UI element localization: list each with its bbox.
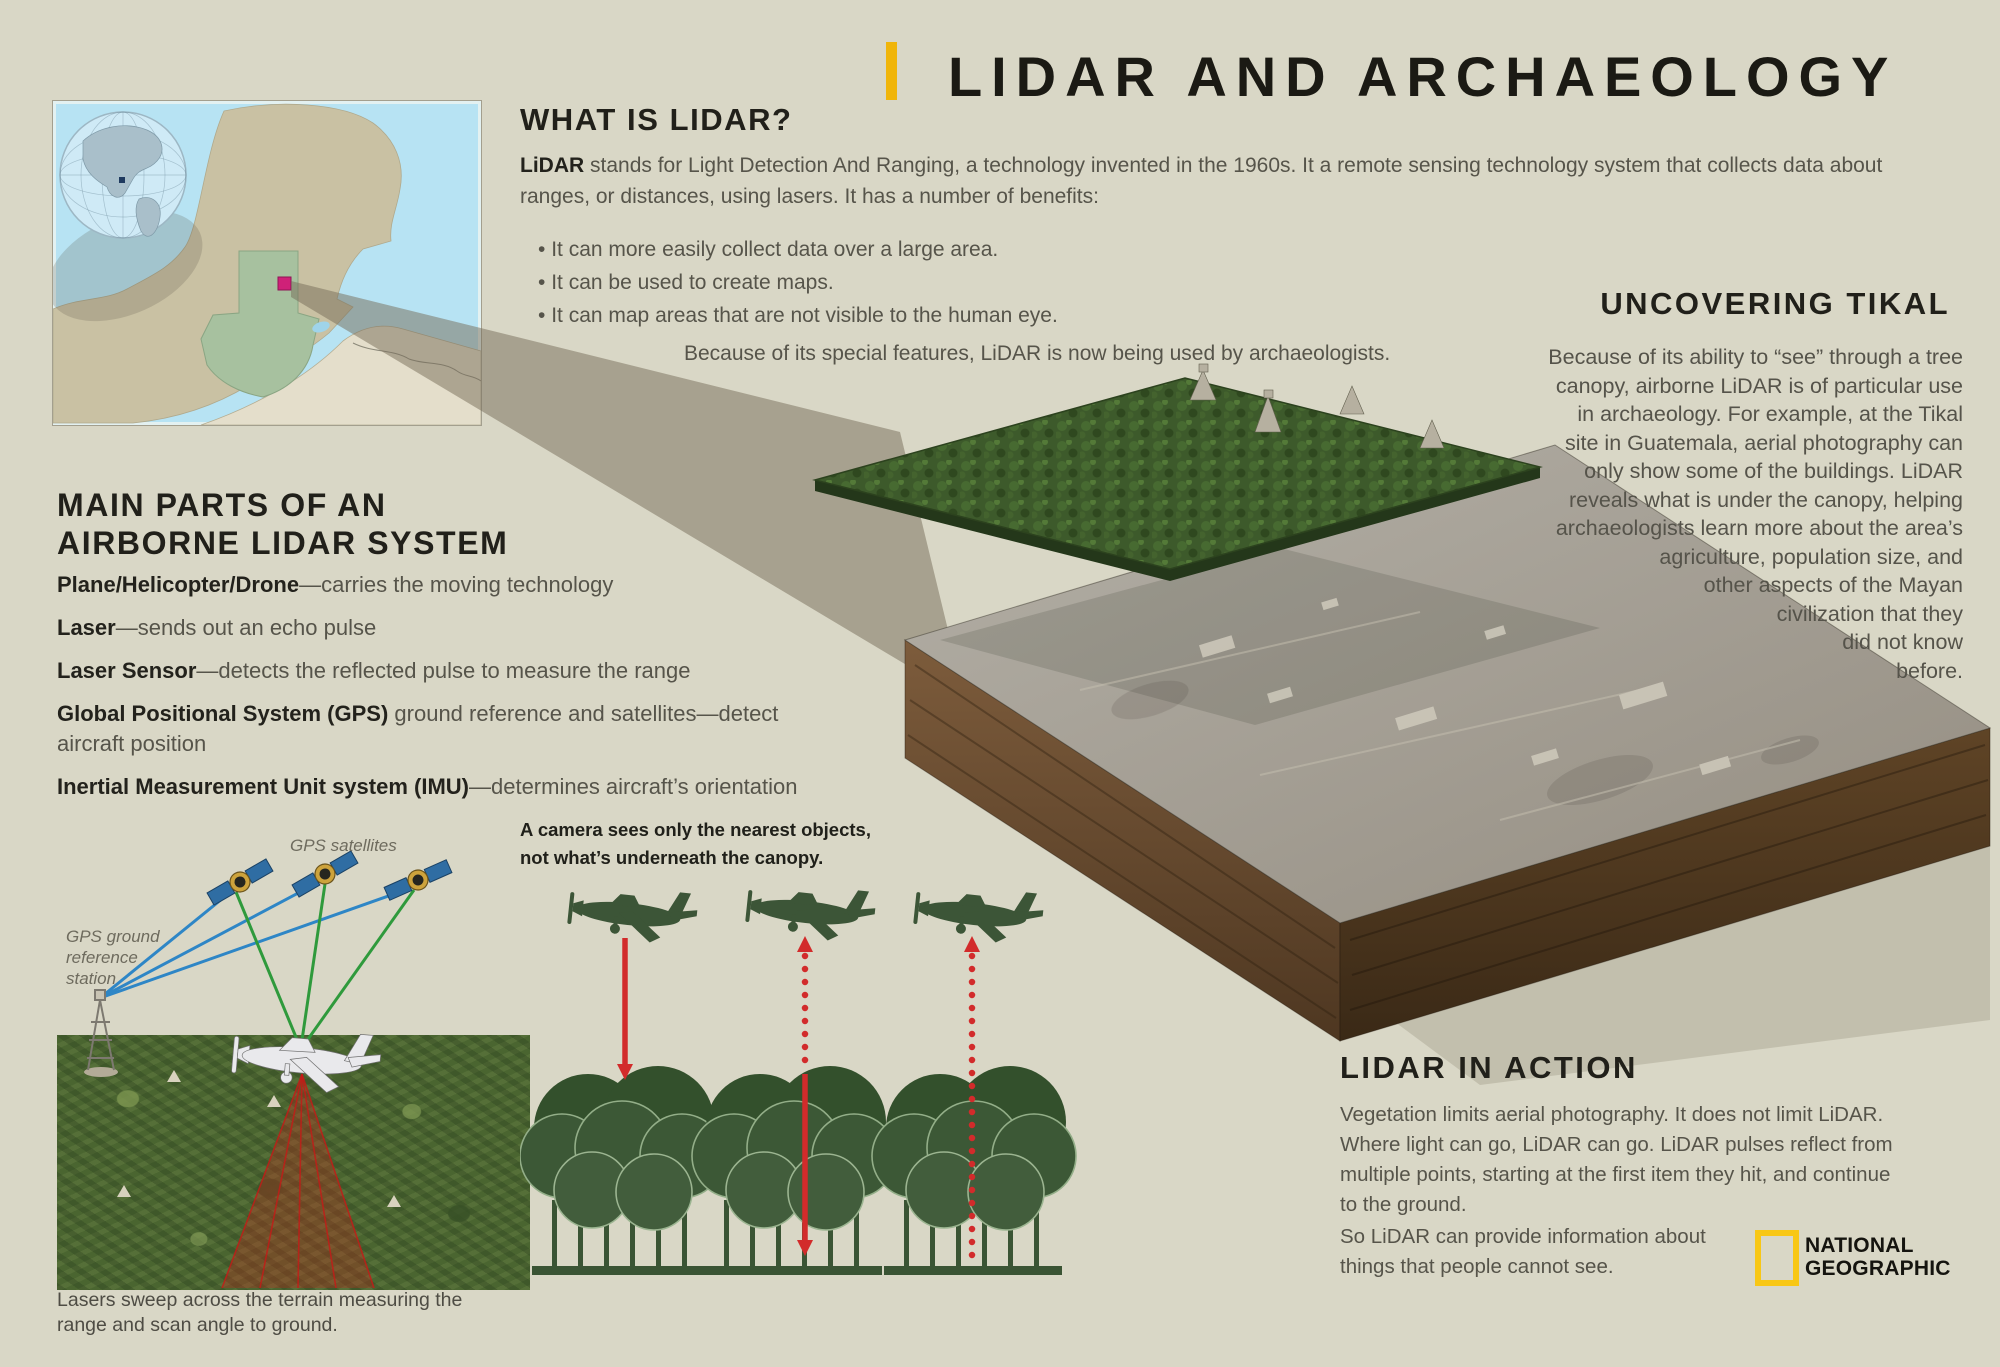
- globe-inset: [59, 111, 187, 239]
- natgeo-logo-line1: NATIONAL: [1805, 1234, 1914, 1257]
- part-term: Global Positional System (GPS): [57, 701, 389, 726]
- what-is-lidar-heading: WHAT IS LIDAR?: [520, 102, 793, 137]
- lidar-benefits-list: It can more easily collect data over a l…: [538, 233, 1438, 332]
- plane-icon: [744, 878, 877, 946]
- gps-satellites-label: GPS satellites: [290, 836, 397, 855]
- canopy-photo: [812, 363, 1543, 581]
- part-desc: ground reference and satellites—detect a…: [57, 701, 779, 756]
- tikal-line: civilization that they: [1776, 601, 1963, 626]
- tikal-line: archaeologists learn more about the area…: [1555, 516, 1963, 540]
- what-is-lidar-closing: Because of its special features, LiDAR i…: [684, 342, 1391, 365]
- globe-north-america: [82, 125, 163, 198]
- laser-sweep-fan: [221, 1073, 375, 1289]
- main-parts-heading: MAIN PARTS OF AN AIRBORNE LIDAR SYSTEM: [57, 487, 509, 561]
- camera-vs-lidar-diagrams: [520, 878, 1077, 1276]
- ruin-mark: [267, 1095, 281, 1107]
- globe-shadow: [53, 210, 203, 322]
- part-term: Laser: [57, 615, 116, 640]
- tikal-line: only show some of the buildings. LiDAR: [1584, 459, 1963, 483]
- part-item: Plane/Helicopter/Drone—carries the movin…: [57, 570, 832, 600]
- ruin-mark: [117, 1185, 131, 1197]
- tikal-temples: [1189, 363, 1445, 449]
- plane-icon: [566, 880, 699, 948]
- part-term: Plane/Helicopter/Drone: [57, 572, 300, 597]
- lidar-in-action-paragraph-2: So LiDAR can provide information about t…: [1340, 1225, 1706, 1278]
- tikal-line: did not know: [1842, 630, 1963, 654]
- plane-icon: [912, 880, 1045, 948]
- lidar-definition: stands for Light Detection And Ranging, …: [520, 154, 1883, 208]
- tikal-line: Because of its ability to “see” through …: [1548, 345, 1963, 369]
- benefit-item: It can more easily collect data over a l…: [538, 233, 1438, 266]
- part-item: Laser Sensor—detects the reflected pulse…: [57, 656, 832, 686]
- tikal-line: canopy, airborne LiDAR is of particular …: [1555, 373, 1963, 398]
- ruin-mark: [387, 1195, 401, 1207]
- natgeo-logo-line2: GEOGRAPHIC: [1805, 1257, 1951, 1280]
- uncovering-tikal-heading: UNCOVERING TIKAL: [1600, 286, 1950, 321]
- natgeo-logo-text: NATIONAL GEOGRAPHIC: [1805, 1234, 1975, 1280]
- lidar-terrain-ruins: [1079, 597, 1819, 821]
- tikal-line: reveals what is under the canopy, helpin…: [1568, 487, 1963, 512]
- part-item: Inertial Measurement Unit system (IMU)—d…: [57, 772, 832, 802]
- map-zoom-beam: [291, 281, 965, 700]
- lidar-term: LiDAR: [520, 154, 585, 177]
- tikal-line: agriculture, population size, and: [1659, 544, 1963, 569]
- tikal-line: other aspects of the Mayan: [1703, 573, 1963, 597]
- page-title: LIDAR AND ARCHAEOLOGY: [948, 45, 1898, 108]
- uncovering-tikal-paragraph: Because of its ability to “see” through …: [1370, 343, 1963, 685]
- tree-cluster: [520, 1065, 725, 1276]
- part-item: Laser—sends out an echo pulse: [57, 613, 832, 643]
- laser-sweep-caption: Lasers sweep across the terrain measurin…: [57, 1289, 463, 1336]
- natgeo-logo-frame-icon: [1755, 1230, 1799, 1286]
- lidar-canopy-pulse-arrows: [797, 936, 813, 1256]
- locator-map: [52, 100, 482, 426]
- gps-ground-station-icon: [84, 989, 118, 1077]
- part-desc: —determines aircraft’s orientation: [468, 774, 798, 799]
- benefit-item: It can map areas that are not visible to…: [538, 299, 1438, 332]
- lidar-in-action-paragraph-1: Vegetation limits aerial photography. It…: [1340, 1103, 1893, 1216]
- locator-map-art: [53, 103, 481, 425]
- part-desc: —sends out an echo pulse: [115, 615, 377, 640]
- gps-lidar-diagram: [84, 847, 454, 1289]
- tikal-line: site in Guatemala, aerial photography ca…: [1565, 430, 1963, 455]
- tikal-line: before.: [1896, 658, 1963, 683]
- jungle-aerial-photo: [57, 1035, 530, 1290]
- part-desc: —carries the moving technology: [299, 572, 614, 597]
- ruin-mark: [167, 1070, 181, 1082]
- title-accent-bar: [886, 42, 897, 100]
- gps-station-label: GPS ground reference station: [66, 927, 160, 988]
- part-item: Global Positional System (GPS) ground re…: [57, 699, 832, 759]
- camera-note: A camera sees only the nearest objects, …: [520, 819, 871, 868]
- lidar-ground-return-arrow: [964, 936, 980, 1264]
- tikal-line: in archaeology. For example, at the Tika…: [1577, 402, 1963, 426]
- map-lake: [312, 321, 330, 333]
- lidar-in-action-heading: LIDAR IN ACTION: [1340, 1050, 1638, 1085]
- benefit-item: It can be used to create maps.: [538, 266, 1438, 299]
- gps-satellite-links: [234, 883, 416, 1043]
- globe-south-america: [135, 197, 161, 237]
- part-desc: —detects the reflected pulse to measure …: [196, 658, 691, 683]
- globe-region-marker: [119, 177, 125, 183]
- tree-cluster: [691, 1065, 897, 1276]
- main-parts-list: Plane/Helicopter/Drone—carries the movin…: [57, 570, 832, 815]
- part-term: Inertial Measurement Unit system (IMU): [57, 774, 469, 799]
- camera-ray-arrow: [617, 938, 633, 1080]
- part-term: Laser Sensor: [57, 658, 197, 683]
- gps-satellite-icon: [382, 856, 454, 904]
- what-is-lidar-paragraph: LiDAR stands for Light Detection And Ran…: [520, 150, 1950, 212]
